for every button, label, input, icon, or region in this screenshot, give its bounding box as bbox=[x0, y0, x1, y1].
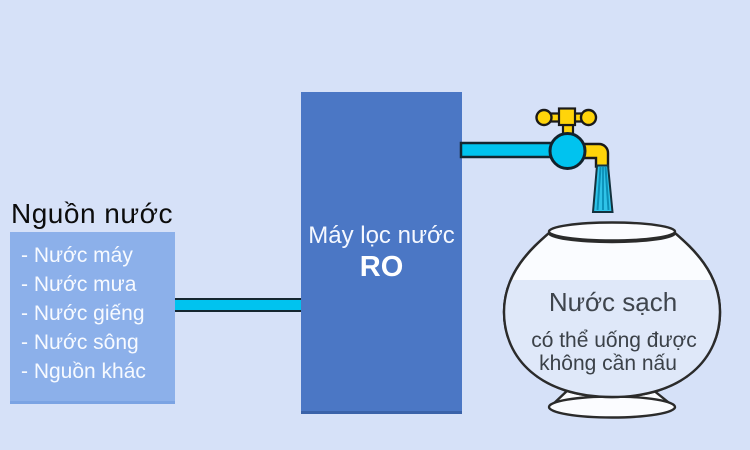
faucet-and-bowl-graphic: Nước sạch có thể uống được không cần nấu bbox=[459, 107, 722, 419]
water-bowl-icon: Nước sạch có thể uống được không cần nấu bbox=[502, 221, 722, 419]
clean-water-note-line2: không cần nấu bbox=[539, 352, 677, 375]
faucet-handle-icon bbox=[535, 107, 598, 143]
outlet-pipe bbox=[459, 141, 561, 159]
faucet-valve-icon bbox=[548, 132, 587, 170]
source-list-item: - Nước mưa bbox=[21, 273, 137, 296]
faucet-spout-icon bbox=[582, 142, 610, 168]
source-list-item: - Nguồn khác bbox=[21, 360, 146, 383]
source-title: Nguồn nước bbox=[11, 198, 173, 229]
source-list-item: - Nước máy bbox=[21, 244, 133, 267]
source-list-item: - Nước giếng bbox=[21, 302, 145, 325]
water-stream-icon bbox=[591, 164, 614, 213]
ro-filter-box: Máy lọc nước RO bbox=[301, 92, 462, 414]
ro-filter-type-label: RO bbox=[359, 250, 404, 283]
ro-filter-label: Máy lọc nước bbox=[308, 221, 455, 249]
source-list-item: - Nước sông bbox=[21, 331, 139, 354]
clean-water-note-line1: có thể uống được bbox=[531, 329, 697, 352]
inlet-pipe bbox=[170, 298, 306, 312]
source-list: - Nước máy - Nước mưa - Nước giếng - Nướ… bbox=[10, 232, 175, 404]
clean-water-title: Nước sạch bbox=[549, 287, 677, 317]
faucet-icon bbox=[535, 107, 610, 170]
